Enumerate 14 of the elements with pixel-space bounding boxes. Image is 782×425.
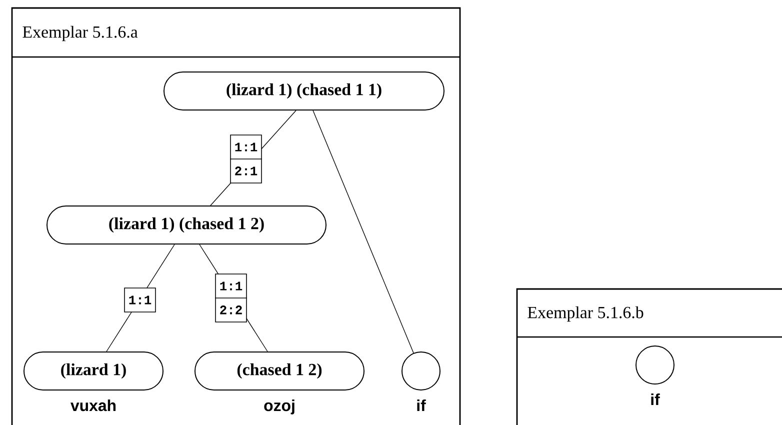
edge-label: 1:1 2:1	[230, 134, 262, 184]
rounded-box: (lizard 1) (chased 1 2)	[46, 206, 327, 244]
word-label: ozoj	[264, 399, 294, 414]
word-label: vuxah	[70, 399, 116, 412]
connector-line	[312, 110, 414, 354]
circle	[402, 352, 440, 390]
rounded-box: (lizard 1) (chased 1 1)	[164, 72, 445, 110]
edge-label: 1:1 2:2	[214, 274, 248, 322]
word-label: if	[417, 399, 426, 411]
edge-label: 1:1	[124, 288, 156, 312]
circle	[636, 346, 674, 384]
word-label: if	[651, 393, 660, 405]
rounded-box: (chased 1 2)	[194, 352, 365, 390]
rounded-box: (lizard 1)	[24, 352, 164, 390]
